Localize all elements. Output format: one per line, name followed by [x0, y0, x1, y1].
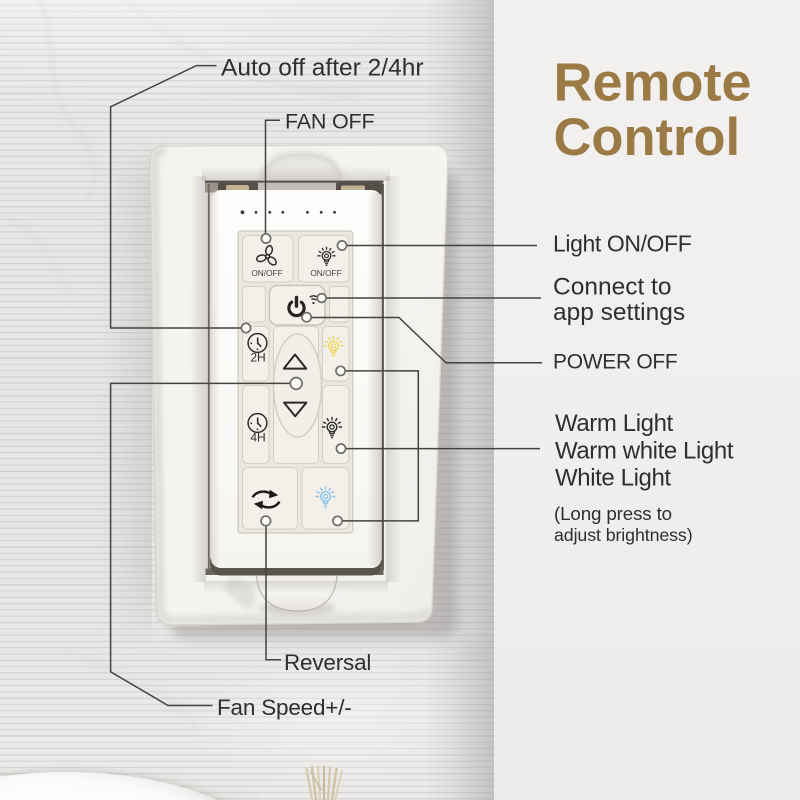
svg-text:Remote: Remote	[554, 53, 752, 113]
svg-text:Connect to: Connect to	[553, 274, 672, 301]
svg-text:White Light: White Light	[555, 465, 671, 492]
svg-text:Warm Light: Warm Light	[555, 410, 674, 437]
svg-text:Control: Control	[554, 108, 741, 167]
svg-text:Reversal: Reversal	[284, 650, 371, 675]
svg-text:ON/OFF: ON/OFF	[251, 268, 282, 278]
svg-text:Warm white Light: Warm white Light	[555, 437, 734, 464]
svg-text:ON/OFF: ON/OFF	[310, 268, 341, 278]
svg-text:Light ON/OFF: Light ON/OFF	[553, 231, 692, 257]
svg-text:app settings: app settings	[553, 299, 685, 326]
svg-text:4H: 4H	[250, 431, 265, 445]
svg-text:Fan Speed+/-: Fan Speed+/-	[217, 695, 352, 720]
svg-text:FAN OFF: FAN OFF	[285, 110, 374, 134]
svg-text:POWER OFF: POWER OFF	[553, 351, 677, 374]
svg-text:(Long press to: (Long press to	[554, 503, 672, 524]
svg-text:2H: 2H	[250, 351, 265, 365]
svg-text:Auto off after 2/4hr: Auto off after 2/4hr	[221, 55, 423, 82]
svg-text:adjust brightness): adjust brightness)	[554, 525, 693, 545]
